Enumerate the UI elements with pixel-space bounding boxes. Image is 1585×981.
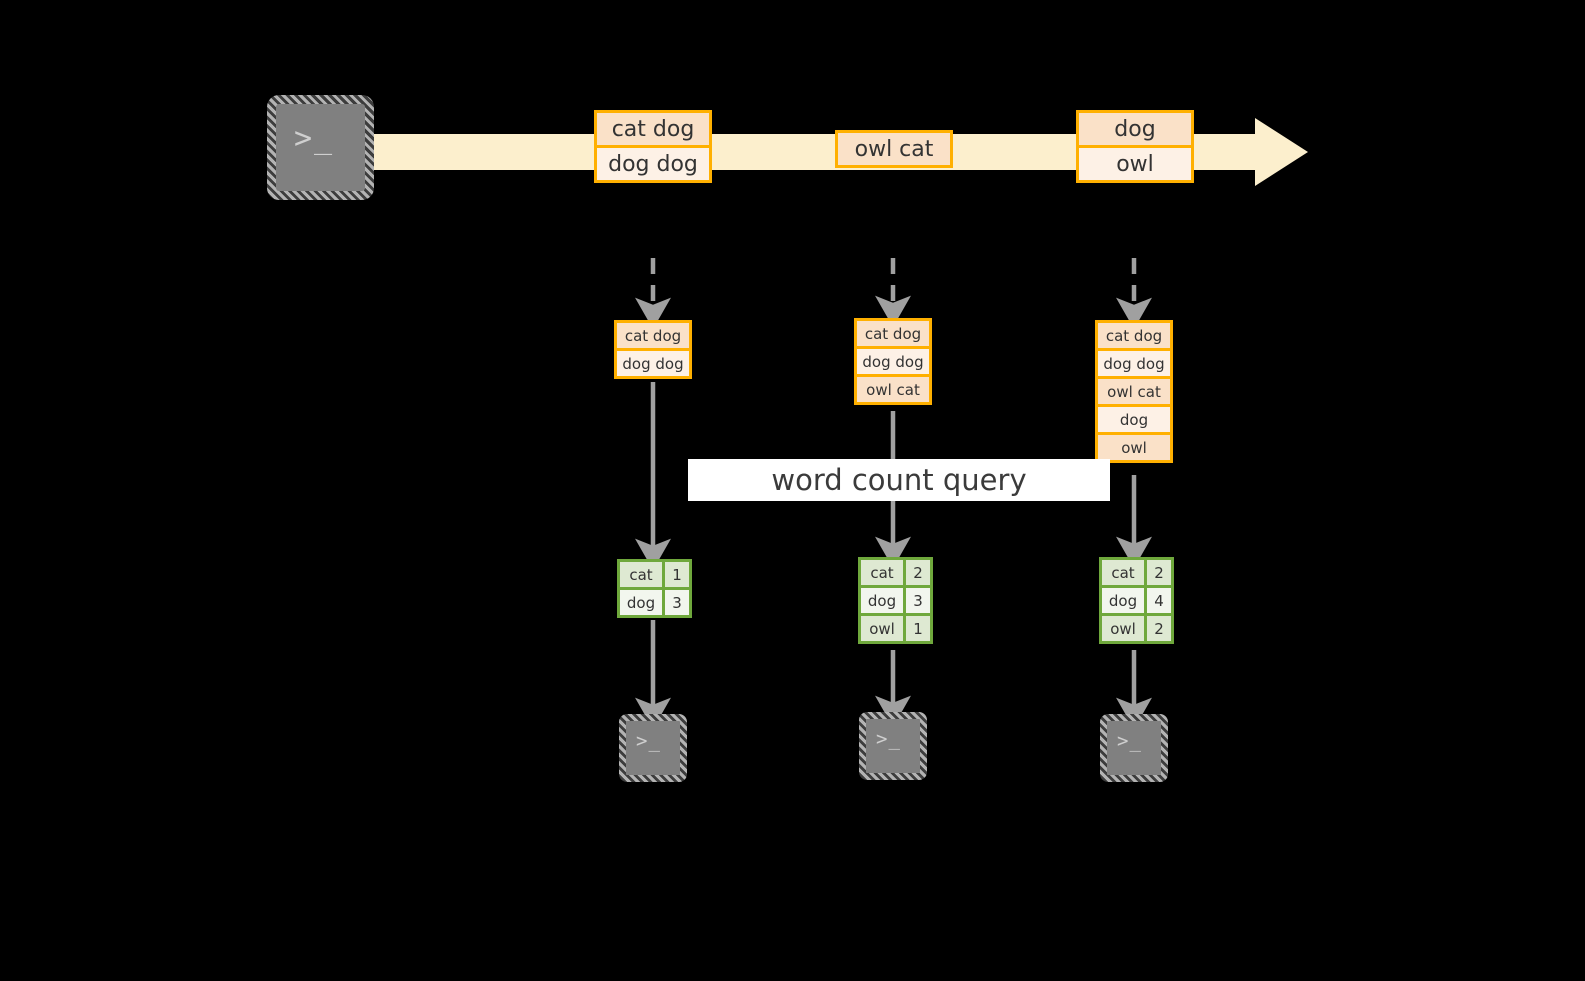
accumulated-record: cat dog	[1095, 320, 1173, 351]
result-table-2: cat 2 dog 3 owl 1	[858, 557, 933, 644]
result-word: owl	[1099, 613, 1147, 644]
stream-record: cat dog	[594, 110, 712, 148]
accumulated-record: owl	[1095, 432, 1173, 463]
sink-terminal-3[interactable]: >_	[1100, 714, 1168, 782]
table-row: cat 2	[858, 557, 933, 588]
accumulated-record: owl cat	[1095, 376, 1173, 407]
table-row: dog 3	[617, 587, 692, 618]
result-count: 4	[1144, 585, 1174, 616]
result-word: owl	[858, 613, 906, 644]
result-count: 2	[1144, 557, 1174, 588]
result-count: 2	[1144, 613, 1174, 644]
accumulated-record: dog	[1095, 404, 1173, 435]
result-word: dog	[1099, 585, 1147, 616]
stream-record: owl	[1076, 145, 1194, 183]
source-terminal[interactable]: >_	[267, 95, 374, 200]
accumulated-state-3: cat dog dog dog owl cat dog owl	[1095, 320, 1173, 463]
stream-group-2: owl cat	[835, 130, 953, 168]
accumulated-record: owl cat	[854, 374, 932, 405]
result-table-3: cat 2 dog 4 owl 2	[1099, 557, 1174, 644]
accumulated-state-2: cat dog dog dog owl cat	[854, 318, 932, 405]
query-banner-label: word count query	[771, 463, 1027, 497]
stream-group-3: dog owl	[1076, 110, 1194, 183]
terminal-prompt-icon: >_	[876, 728, 901, 750]
stream-record: owl cat	[835, 130, 953, 168]
accumulated-record: dog dog	[854, 346, 932, 377]
query-banner: word count query	[688, 459, 1110, 501]
result-count: 3	[662, 587, 692, 618]
result-count: 2	[903, 557, 933, 588]
stream-record: dog dog	[594, 145, 712, 183]
table-row: dog 3	[858, 585, 933, 616]
result-table-1: cat 1 dog 3	[617, 559, 692, 618]
table-row: dog 4	[1099, 585, 1174, 616]
table-row: cat 1	[617, 559, 692, 590]
terminal-prompt-icon: >_	[636, 730, 661, 752]
table-row: owl 2	[1099, 613, 1174, 644]
result-word: dog	[858, 585, 906, 616]
result-word: cat	[858, 557, 906, 588]
result-word: dog	[617, 587, 665, 618]
terminal-prompt-icon: >_	[294, 121, 335, 156]
result-count: 1	[903, 613, 933, 644]
accumulated-state-1: cat dog dog dog	[614, 320, 692, 379]
sink-terminal-2[interactable]: >_	[859, 712, 927, 780]
accumulated-record: cat dog	[614, 320, 692, 351]
sink-terminal-1[interactable]: >_	[619, 714, 687, 782]
result-count: 1	[662, 559, 692, 590]
accumulated-record: cat dog	[854, 318, 932, 349]
result-word: cat	[1099, 557, 1147, 588]
terminal-prompt-icon: >_	[1117, 730, 1142, 752]
table-row: owl 1	[858, 613, 933, 644]
accumulated-record: dog dog	[1095, 348, 1173, 379]
result-count: 3	[903, 585, 933, 616]
table-row: cat 2	[1099, 557, 1174, 588]
result-word: cat	[617, 559, 665, 590]
stream-group-1: cat dog dog dog	[594, 110, 712, 183]
accumulated-record: dog dog	[614, 348, 692, 379]
